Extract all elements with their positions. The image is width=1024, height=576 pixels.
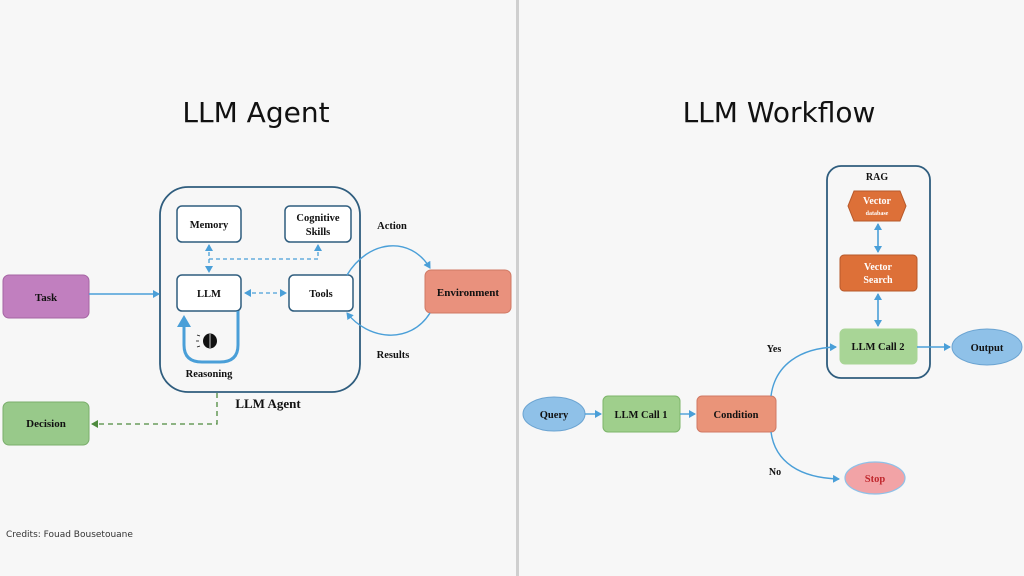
action-arrow — [346, 245, 431, 276]
memory-cognitive-llm-connector — [205, 244, 322, 273]
yes-branch-arrow — [770, 343, 837, 397]
stop-label: Stop — [865, 474, 886, 485]
tools-label: Tools — [309, 289, 333, 300]
decision-label: Decision — [26, 418, 66, 430]
credits-text: Credits: Fouad Bousetouane — [6, 530, 133, 540]
query-node: Query — [522, 396, 586, 432]
llm-label: LLM — [197, 289, 221, 300]
yes-label: Yes — [767, 344, 782, 355]
vector-search-label-line1: Vector — [864, 262, 893, 273]
cognitive-skills-node: Cognitive Skills — [284, 205, 352, 243]
vector-database-node: Vector database — [847, 190, 907, 222]
condition-label: Condition — [714, 410, 759, 421]
llm-agent-container-label: LLM Agent — [235, 396, 301, 411]
results-arrow — [346, 312, 431, 336]
reasoning-label: Reasoning — [186, 369, 233, 380]
query-label: Query — [540, 410, 569, 421]
task-node: Task — [2, 274, 90, 319]
panel-divider — [516, 0, 519, 576]
cognitive-label-line1: Cognitive — [296, 213, 340, 224]
vector-search-node: Vector Search — [839, 254, 918, 292]
stop-node: Stop — [844, 461, 906, 495]
llm-call-2-node: LLM Call 2 — [839, 328, 918, 365]
output-node: Output — [951, 328, 1023, 366]
rag-label: RAG — [866, 172, 888, 183]
brain-icon — [196, 333, 217, 349]
condition-node: Condition — [696, 395, 777, 433]
environment-node: Environment — [424, 269, 512, 314]
decision-node: Decision — [2, 401, 90, 446]
results-label: Results — [377, 350, 410, 361]
vector-search-label-line2: Search — [863, 275, 893, 286]
llm-agent-container — [159, 186, 361, 393]
llm-call-1-node: LLM Call 1 — [602, 395, 681, 433]
memory-label: Memory — [190, 220, 229, 231]
tools-node: Tools — [288, 274, 354, 312]
llm-workflow-title: LLM Workflow — [682, 96, 876, 129]
llm-call-2-label: LLM Call 2 — [851, 342, 904, 353]
cognitive-label-line2: Skills — [306, 227, 331, 238]
vector-database-label-line2: database — [866, 211, 889, 217]
no-branch-arrow — [770, 431, 840, 483]
reasoning-loop-arrow — [177, 311, 240, 364]
llm-node: LLM — [176, 274, 242, 312]
environment-label: Environment — [437, 287, 499, 299]
vector-database-label-line1: Vector — [863, 196, 892, 207]
memory-node: Memory — [176, 205, 242, 243]
agent-to-decision-arrow — [91, 393, 218, 428]
task-label: Task — [35, 292, 58, 304]
action-label: Action — [377, 221, 407, 232]
no-label: No — [769, 467, 781, 478]
output-label: Output — [971, 343, 1004, 354]
rag-container — [826, 165, 931, 379]
llm-call-1-label: LLM Call 1 — [614, 410, 667, 421]
llm-agent-title: LLM Agent — [182, 96, 330, 129]
